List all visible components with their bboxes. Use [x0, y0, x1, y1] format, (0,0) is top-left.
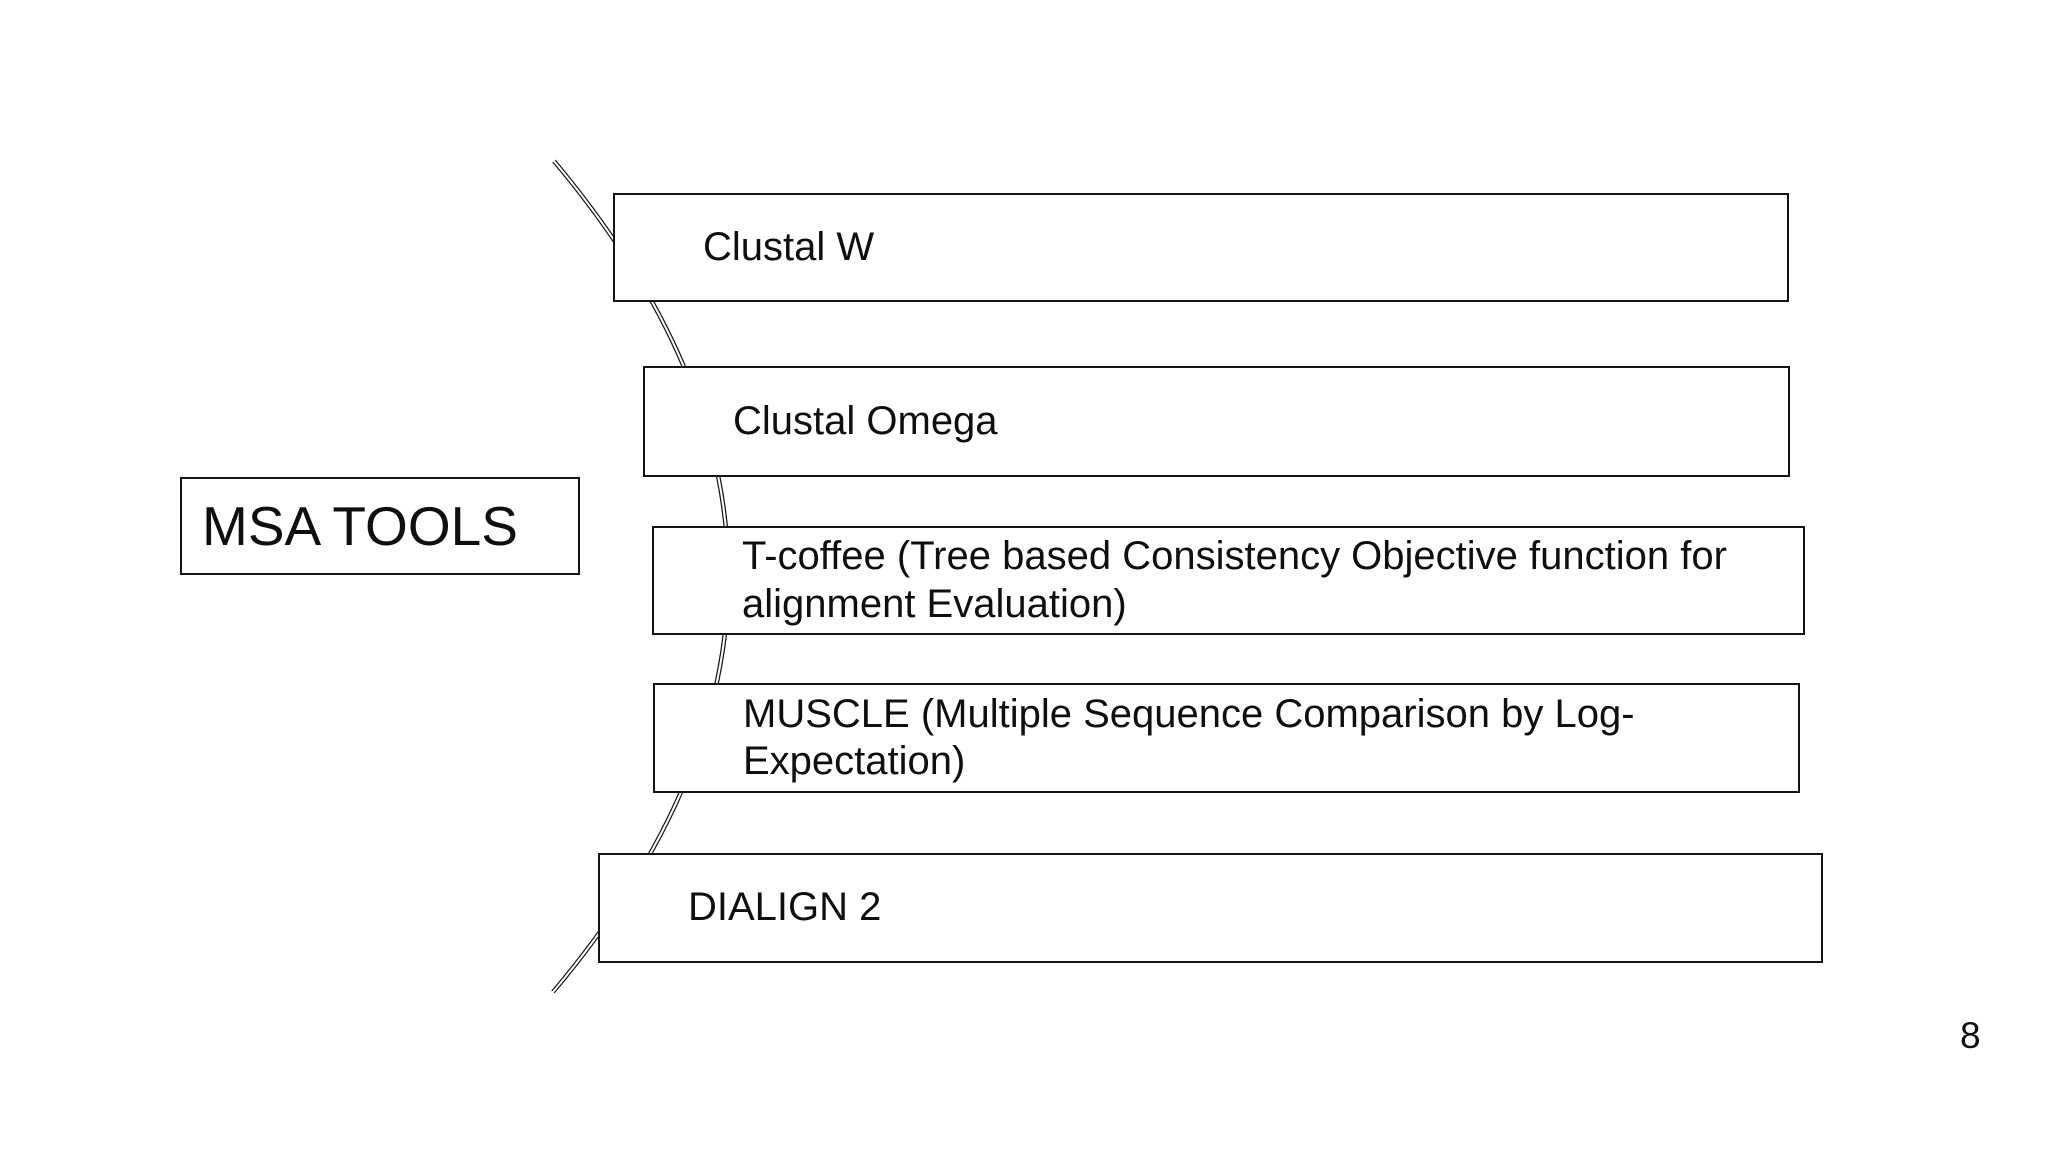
tool-box-muscle: MUSCLE (Multiple Sequence Comparison by …	[653, 683, 1800, 793]
tool-label-clustal-w: Clustal W	[703, 224, 875, 269]
tool-label-dialign-2: DIALIGN 2	[688, 885, 882, 930]
tool-box-clustal-omega: Clustal Omega	[643, 366, 1790, 477]
page-number: 8	[1960, 1015, 1981, 1056]
tool-label-t-coffee: T-coffee (Tree based Consistency Objecti…	[742, 534, 1727, 626]
tool-label-clustal-omega: Clustal Omega	[733, 398, 998, 443]
slide-title: MSA TOOLS	[202, 495, 518, 557]
tool-box-dialign-2: DIALIGN 2	[598, 853, 1823, 963]
title-box: MSA TOOLS	[180, 477, 580, 575]
tool-box-t-coffee: T-coffee (Tree based Consistency Objecti…	[652, 526, 1805, 635]
tool-label-muscle: MUSCLE (Multiple Sequence Comparison by …	[743, 691, 1635, 783]
tool-box-clustal-w: Clustal W	[613, 193, 1789, 302]
